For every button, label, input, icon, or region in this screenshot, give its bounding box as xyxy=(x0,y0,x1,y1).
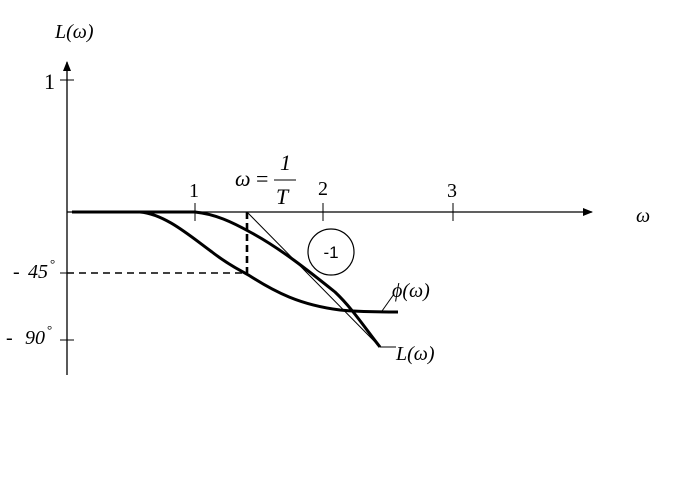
y-tick-label-1: 1 xyxy=(44,69,55,94)
x-tick-label-1: 1 xyxy=(189,180,199,202)
x-tick-label-2: 2 xyxy=(318,178,328,200)
magnitude-curve xyxy=(72,210,382,348)
minus45-value: 45 xyxy=(28,261,48,283)
corner-denominator: T xyxy=(276,184,290,209)
corner-omega: ω xyxy=(235,166,251,191)
minus45-degree: ° xyxy=(50,256,55,271)
phase-curve-label: ϕ(ω) xyxy=(392,280,430,302)
asymptote-line xyxy=(246,211,379,346)
magnitude-curve-label: L(ω) xyxy=(395,343,435,365)
slope-badge-circle xyxy=(307,228,355,276)
slope-badge-text: -1 xyxy=(323,243,338,262)
x-axis-label: ω xyxy=(636,205,650,227)
minus45-sign: - xyxy=(13,261,20,283)
minus90-value: 90 xyxy=(25,327,45,349)
minus90-sign: - xyxy=(6,327,13,349)
minus90-degree: ° xyxy=(47,322,52,337)
y-axis-label: L(ω) xyxy=(54,21,94,43)
corner-numerator: 1 xyxy=(280,150,291,175)
corner-equals: = xyxy=(256,166,268,191)
phase-curve xyxy=(72,210,399,314)
x-tick-label-3: 3 xyxy=(447,180,457,202)
phase-label-leader xyxy=(381,293,395,312)
